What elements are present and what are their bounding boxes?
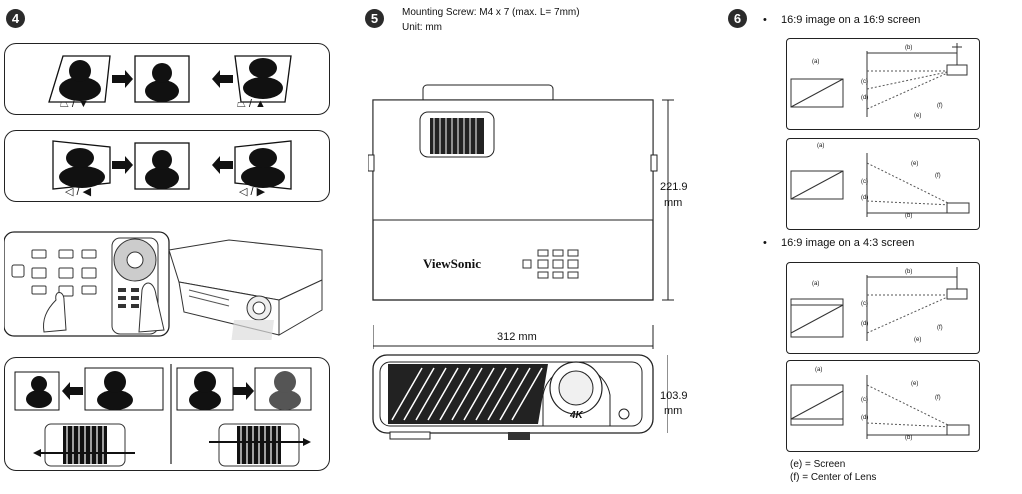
- keystone-horizontal-left-label: ◁ / ◀: [65, 186, 92, 198]
- label-b-1: (b): [905, 45, 913, 51]
- unit-text: Unit: mm: [402, 22, 442, 33]
- keystone-horizontal-panel: ◁ / ◀ ◁ / ▶: [4, 130, 330, 202]
- bullet-dot-2: •: [763, 237, 767, 249]
- label-a-2: (a): [817, 143, 825, 149]
- keystone-vertical-illustration: [48, 55, 292, 103]
- throw-diagram-floor-16-9: (a) (b) (c) (d) (e) (f): [786, 138, 980, 230]
- projector-front-view: [368, 350, 669, 450]
- step-number-6: 6: [728, 9, 747, 28]
- label-c-4: (c): [861, 397, 868, 403]
- height-dimension-value: 103.9: [660, 390, 688, 402]
- aspect-16-9-on-4-3-heading: 16:9 image on a 4:3 screen: [781, 237, 915, 249]
- lens-shift-panel: [4, 357, 330, 471]
- keystone-vertical-down-label: ⏢ / ▼: [60, 98, 89, 110]
- step-number-4: 4: [6, 9, 25, 28]
- throw-diagram-ceiling-4-3: (a) (b) (c) (d) (e) (f): [786, 262, 980, 354]
- label-d-2: (d): [861, 195, 869, 201]
- label-c-1: (c): [861, 79, 868, 85]
- bullet-dot-1: •: [763, 14, 767, 26]
- label-d-4: (d): [861, 415, 869, 421]
- label-a-3: (a): [812, 281, 820, 287]
- lens-shift-illustration: [14, 364, 312, 467]
- brand-logo-text: ViewSonic: [423, 256, 482, 271]
- 4k-badge: 4K: [570, 410, 583, 421]
- label-b-3: (b): [905, 269, 913, 275]
- label-a-4: (a): [815, 367, 823, 373]
- label-e-3: (e): [914, 337, 922, 343]
- label-b-2: (b): [905, 213, 913, 219]
- label-e-1: (e): [914, 113, 922, 119]
- label-e-2: (e): [911, 161, 919, 167]
- step-number-5: 5: [365, 9, 384, 28]
- label-f-1: (f): [937, 103, 943, 109]
- remote-projector-illustration: [3, 220, 334, 360]
- label-f-2: (f): [935, 173, 941, 179]
- label-f-4: (f): [935, 395, 941, 401]
- throw-diagram-ceiling-16-9: (a) (b) (c) (d) (e) (f): [786, 38, 980, 130]
- legend-screen: (e) = Screen: [790, 459, 846, 470]
- keystone-horizontal-illustration: [52, 140, 292, 190]
- mounting-screw-text: Mounting Screw: M4 x 7 (max. L= 7mm): [402, 7, 580, 18]
- label-b-4: (b): [905, 435, 913, 441]
- depth-dimension-value: 221.9: [660, 181, 688, 193]
- projector-top-view: [367, 80, 688, 326]
- width-dimension-value: 312 mm: [497, 331, 537, 343]
- label-c-2: (c): [861, 179, 868, 185]
- throw-diagram-floor-4-3: (a) (b) (c) (d) (e) (f): [786, 360, 980, 452]
- height-dimension-unit: mm: [664, 405, 683, 417]
- keystone-horizontal-right-label: ◁ / ▶: [239, 186, 266, 198]
- label-a-1: (a): [812, 59, 820, 65]
- label-d-1: (d): [861, 95, 869, 101]
- aspect-16-9-on-16-9-heading: 16:9 image on a 16:9 screen: [781, 14, 921, 26]
- label-f-3: (f): [937, 325, 943, 331]
- depth-dimension-unit: mm: [664, 197, 683, 209]
- width-dimension-line: [372, 322, 655, 352]
- label-e-4: (e): [911, 381, 919, 387]
- keystone-vertical-up-label: ⏢ / ▲: [237, 98, 266, 110]
- label-d-3: (d): [861, 321, 869, 327]
- keystone-vertical-panel: ⏢ / ▼ ⏢ / ▲: [4, 43, 330, 115]
- label-c-3: (c): [861, 301, 868, 307]
- legend-center-of-lens: (f) = Center of Lens: [790, 472, 877, 483]
